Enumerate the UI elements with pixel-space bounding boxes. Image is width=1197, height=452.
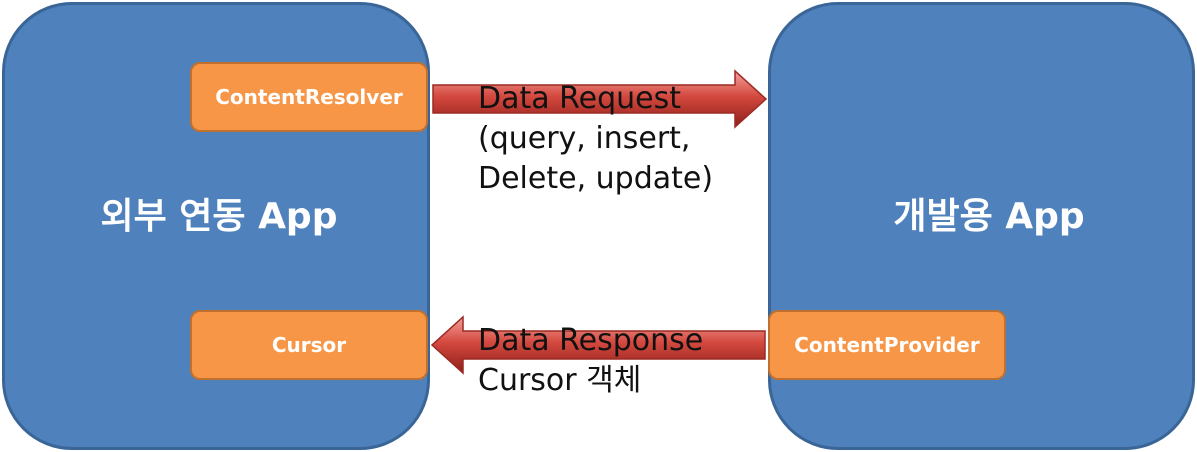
response-arrow-shape [430,315,766,375]
cursor-box: Cursor [190,310,428,380]
request-label: Data Request (query, insert, Delete, upd… [478,79,713,199]
request-arrow [432,69,768,129]
content-resolver-box: ContentResolver [190,62,428,132]
request-label-line1: Data Request [478,81,682,116]
response-label-line1: Data Response [478,323,704,358]
response-arrow [430,315,766,375]
response-label-line2: Cursor 객체 [478,363,642,398]
request-label-line2: (query, insert, [478,121,691,156]
external-app-title: 외부 연동 App [100,196,338,237]
dev-app-title: 개발용 App [893,196,1085,237]
request-arrow-shape [432,69,768,129]
request-label-line3: Delete, update) [478,161,714,196]
content-provider-box: ContentProvider [768,310,1006,380]
response-label: Data Response Cursor 객체 [478,321,703,401]
